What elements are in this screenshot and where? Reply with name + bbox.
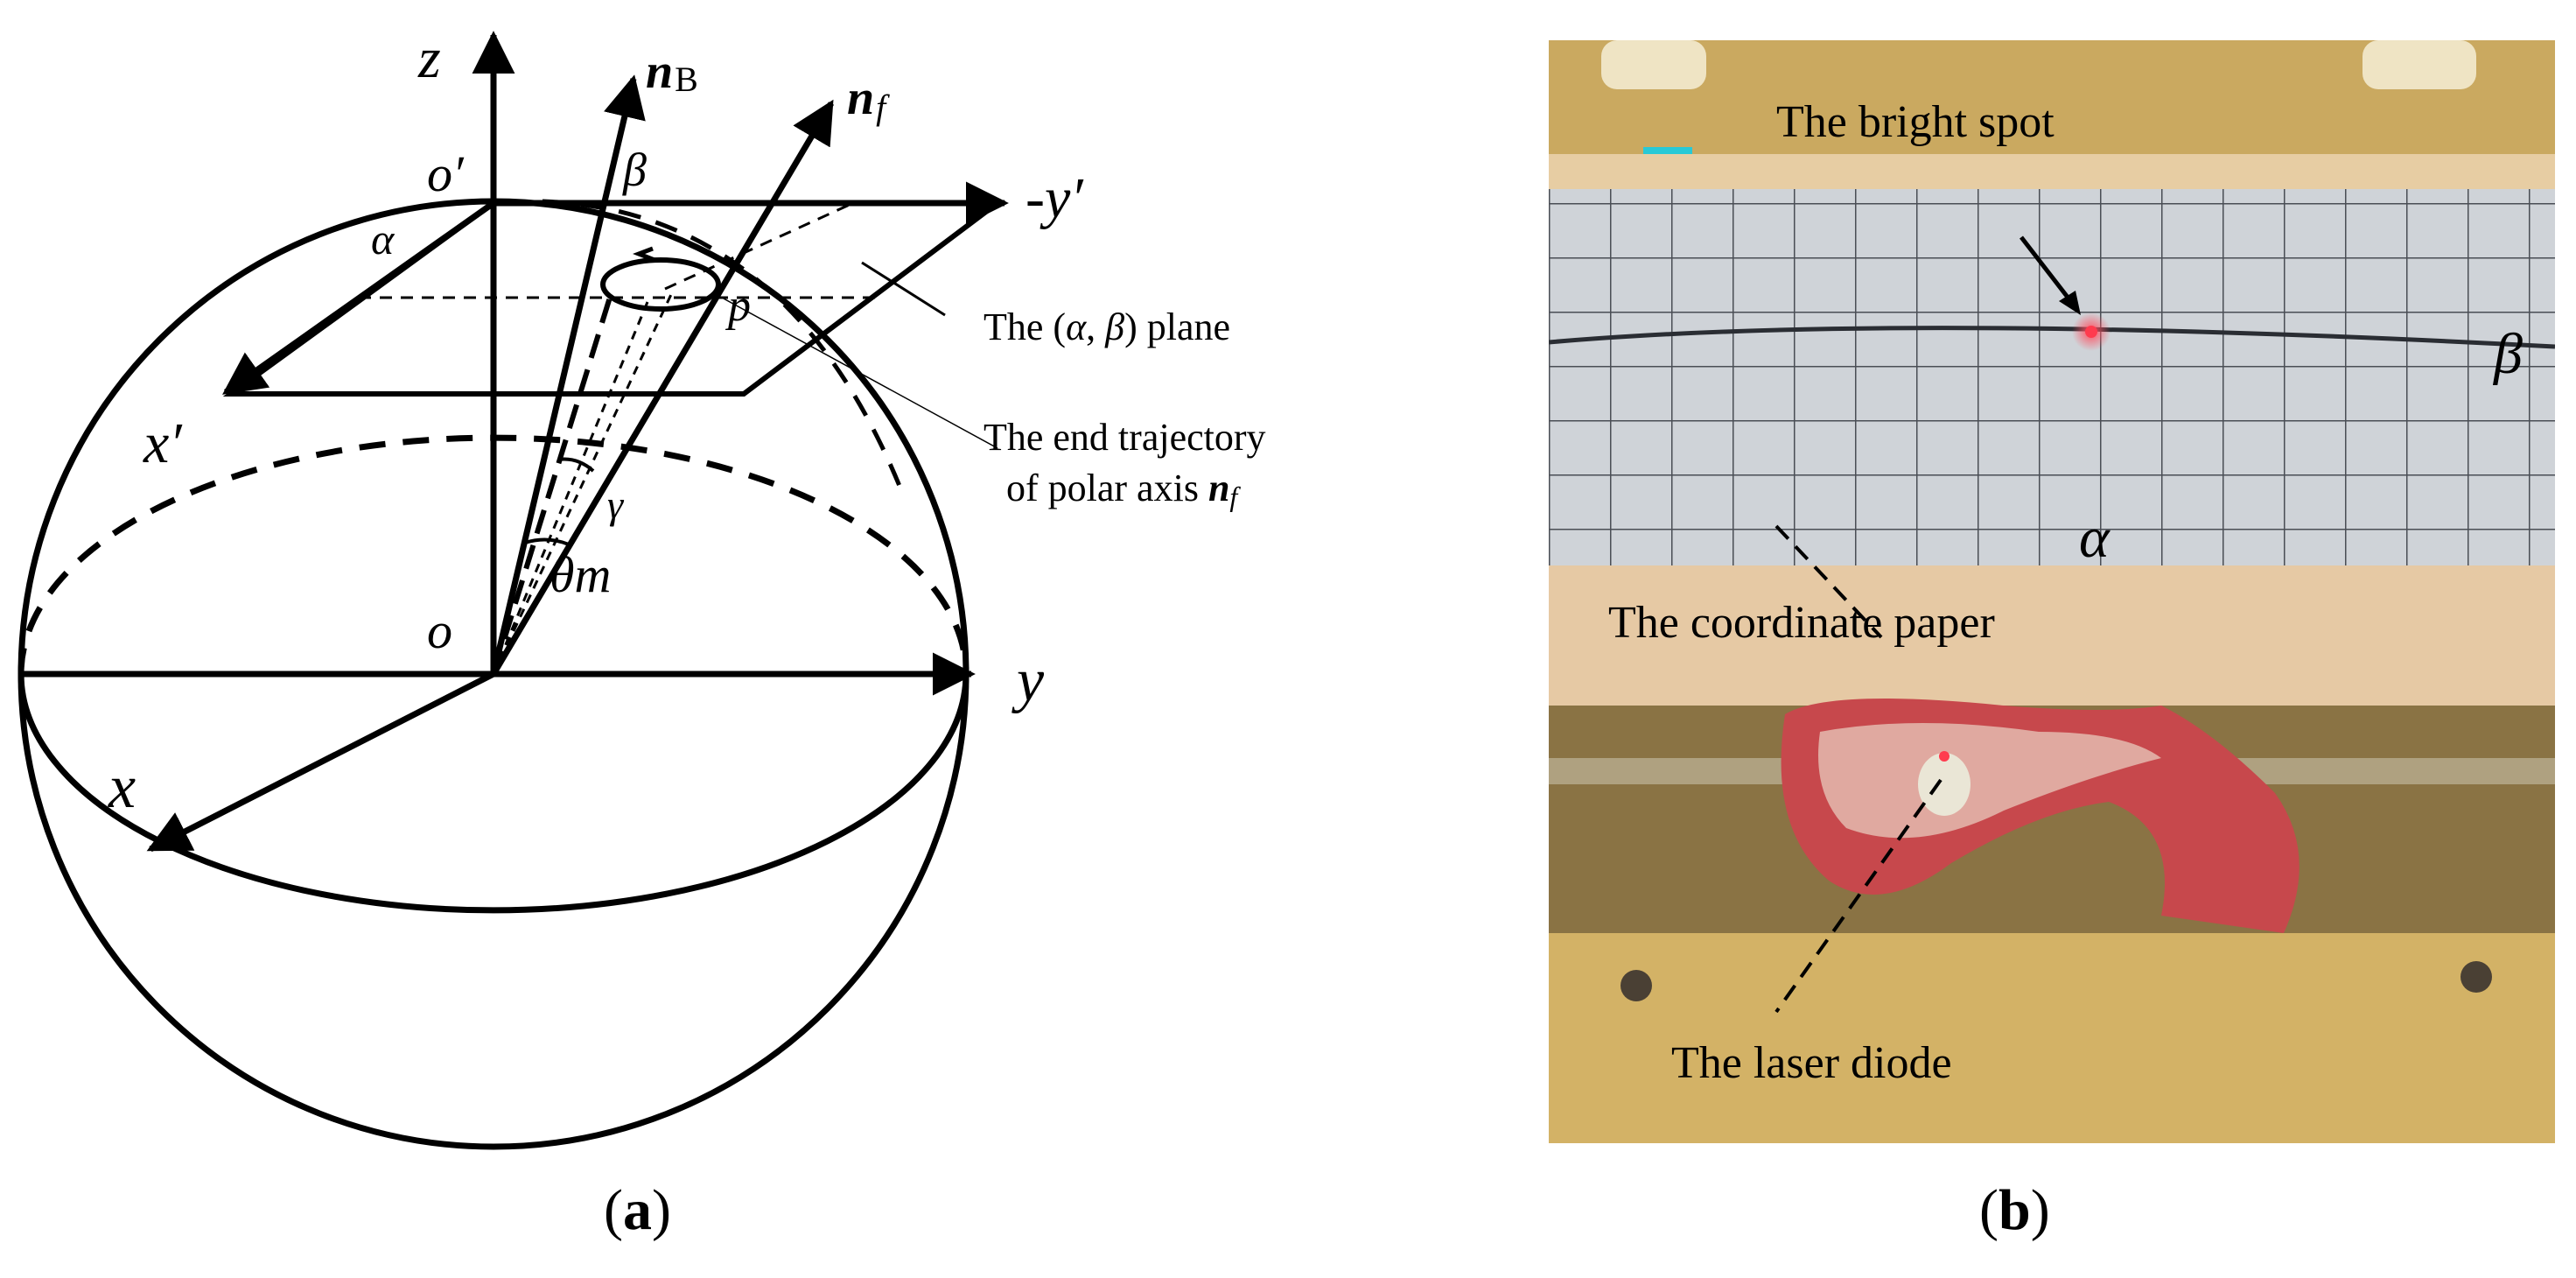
top-cylinder-right	[2362, 40, 2476, 89]
trajectory-annotation-line2: of polar axis nf	[1006, 467, 1241, 512]
paper-center-line	[1549, 326, 2555, 349]
cone-dashed-inner	[492, 301, 649, 675]
coordinate-paper-leader	[1774, 524, 1883, 639]
laser-diode-label: The laser diode	[1671, 1038, 1952, 1088]
bright-spot-label: The bright spot	[1776, 97, 2054, 147]
panel-b-caption: (b)	[1979, 1178, 2050, 1242]
nf-vector	[490, 99, 835, 676]
paper-frame-band	[1549, 565, 2555, 706]
beta-label-b: β	[2492, 322, 2523, 386]
cone-line-left	[491, 288, 615, 675]
trajectory-leader-line	[721, 297, 998, 449]
theta-m-label: θm	[550, 546, 611, 603]
capsule-ball	[1918, 753, 1970, 816]
bottom-beam	[1549, 933, 2555, 1143]
panel-b-photo: The bright spot β α The coordinate paper…	[1549, 40, 2555, 1143]
o-prime-label: o′	[427, 145, 465, 202]
coordinate-paper-grid	[1549, 172, 2555, 583]
nB-vector	[490, 74, 646, 675]
z-label: z	[417, 26, 441, 90]
top-cylinder-left	[1601, 40, 1706, 89]
gamma-arc	[557, 457, 595, 473]
equator-front	[18, 673, 970, 914]
paper-top-edge	[1549, 154, 2555, 189]
theta-arc	[524, 537, 570, 546]
p-label: p	[724, 281, 751, 331]
alpha-label: α	[371, 214, 396, 263]
stomach-inner	[1818, 723, 2161, 839]
bright-spot-arrow	[2020, 235, 2074, 305]
x-prime-label: x′	[143, 411, 183, 475]
trajectory-ellipse	[600, 257, 721, 312]
bright-spot-core	[2085, 326, 2097, 338]
plane-annotation: The (α, β) plane	[984, 305, 1230, 348]
nf-label: nf	[847, 71, 890, 127]
screw-left	[1620, 970, 1652, 1001]
trajectory-arrow-icon	[632, 246, 655, 263]
laser-dot	[1939, 751, 1950, 762]
laser-diode-leader	[1774, 778, 1942, 1014]
y-label: y	[1012, 647, 1045, 714]
x-label: x	[108, 754, 136, 821]
neg-y-prime-label: -y′	[1026, 166, 1084, 230]
coordinate-paper-label: The coordinate paper	[1608, 598, 1995, 648]
plane-leader-line	[861, 261, 946, 317]
alpha-label-b: α	[2079, 506, 2110, 570]
cone-line-right	[492, 288, 676, 675]
trajectory-annotation-line1: The end trajectory	[984, 416, 1266, 459]
panel-a-caption: (a)	[604, 1178, 671, 1242]
beta-label: β	[622, 144, 647, 196]
x-axis	[146, 671, 495, 853]
panel-a-sphere-diagram: z o′ nB nf β -y′ α x′ p γ θm o y x The (…	[18, 26, 1266, 1150]
plane-dashed-diagonal	[664, 201, 854, 291]
gamma-label: γ	[607, 482, 625, 527]
bright-spot-arrowhead-icon	[2059, 291, 2081, 315]
o-label: o	[427, 602, 452, 659]
screw-right	[2460, 961, 2492, 993]
nB-label: nB	[646, 45, 698, 99]
